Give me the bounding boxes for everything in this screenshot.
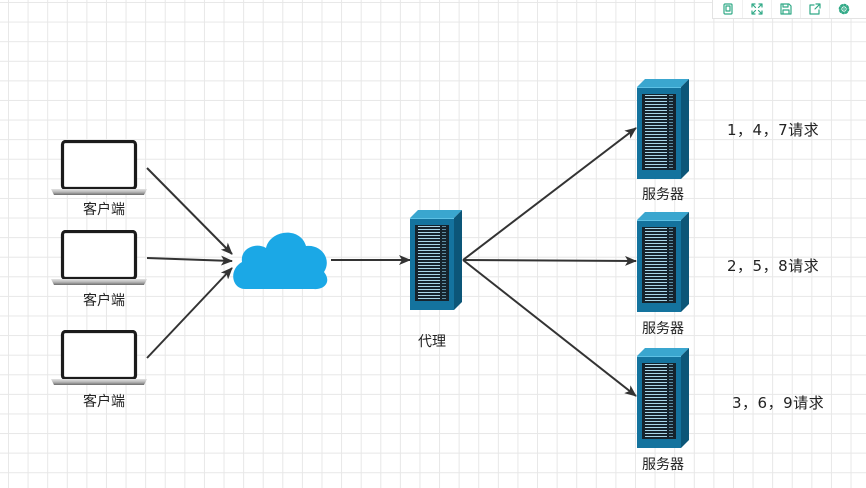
proxy-label: 代理 [418, 334, 446, 350]
client-laptop-icon-1 [51, 140, 147, 196]
export-icon [809, 3, 821, 15]
proxy-server-icon [410, 210, 462, 310]
viewer-toolbar [712, 0, 866, 19]
fullscreen-icon [751, 3, 763, 15]
settings-button[interactable] [829, 0, 858, 18]
client-label: 客户端 [83, 394, 125, 410]
save-icon [780, 3, 792, 15]
server-icon-2 [637, 212, 689, 312]
arrow-proxy-to-server-1 [462, 127, 637, 261]
client-label: 客户端 [83, 293, 125, 309]
cloud-icon [233, 232, 328, 290]
arrow-proxy-to-server-2 [462, 255, 637, 266]
server-request-note: 3，6，9请求 [732, 394, 825, 412]
server-label: 服务器 [642, 457, 684, 473]
arrow-client-2-to-cloud [146, 255, 233, 266]
arrow-client-3-to-cloud [146, 267, 233, 359]
settings-icon [838, 3, 850, 15]
client-label: 客户端 [83, 202, 125, 218]
export-button[interactable] [800, 0, 829, 18]
server-request-note: 1，4，7请求 [727, 121, 820, 139]
arrow-proxy-to-server-3 [462, 259, 637, 397]
client-laptop-icon-3 [51, 330, 147, 386]
save-button[interactable] [771, 0, 800, 18]
server-request-note: 2，5，8请求 [727, 257, 820, 275]
page-view-icon [722, 3, 734, 15]
server-label: 服务器 [642, 321, 684, 337]
page-view-button[interactable] [713, 0, 742, 18]
arrow-client-1-to-cloud [146, 167, 233, 255]
server-icon-1 [637, 79, 689, 179]
server-label: 服务器 [642, 187, 684, 203]
client-laptop-icon-2 [51, 230, 147, 286]
server-icon-3 [637, 348, 689, 448]
fullscreen-button[interactable] [742, 0, 771, 18]
